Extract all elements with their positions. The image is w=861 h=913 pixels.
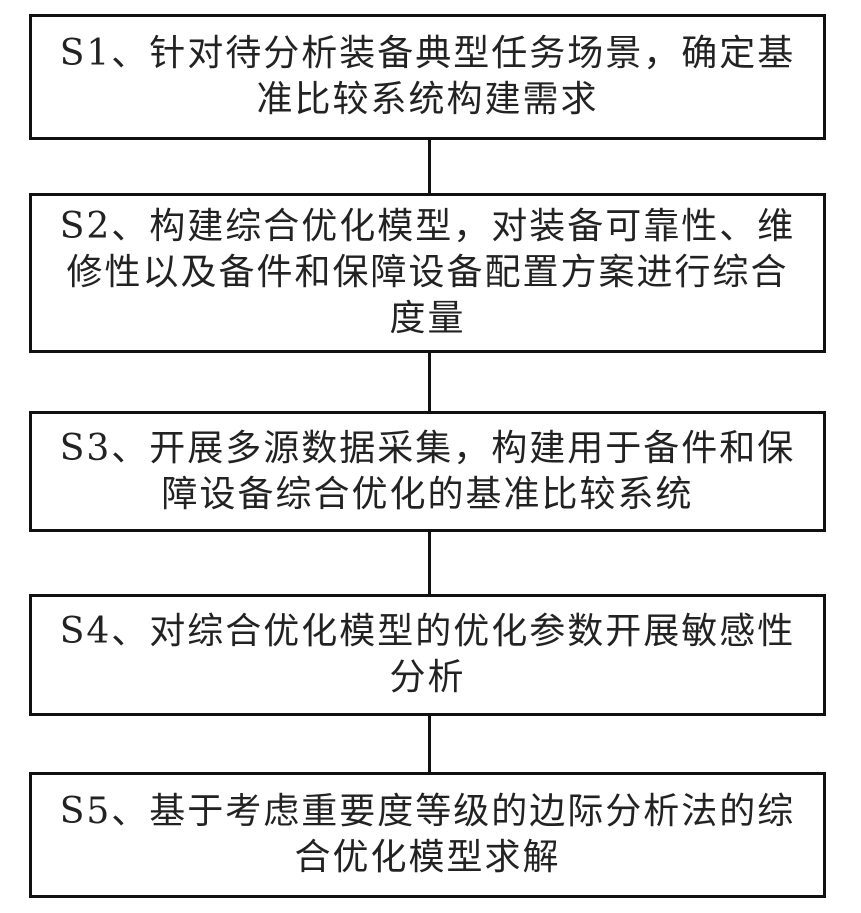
step-box-s1: S1、针对待分析装备典型任务场景，确定基准比较系统构建需求 <box>29 14 826 140</box>
step-text-s4: S4、对综合优化模型的优化参数开展敏感性分析 <box>59 611 796 698</box>
step-text-s1: S1、针对待分析装备典型任务场景，确定基准比较系统构建需求 <box>59 33 796 120</box>
step-text-s2: S2、构建综合优化模型，对装备可靠性、维修性以及备件和保障设备配置方案进行综合度… <box>59 206 796 339</box>
connector-s4-s5 <box>428 716 431 772</box>
step-box-s2: S2、构建综合优化模型，对装备可靠性、维修性以及备件和保障设备配置方案进行综合度… <box>29 193 826 353</box>
step-box-s3: S3、开展多源数据采集，构建用于备件和保障设备综合优化的基准比较系统 <box>29 411 826 532</box>
step-box-s4: S4、对综合优化模型的优化参数开展敏感性分析 <box>29 594 826 716</box>
connector-s2-s3 <box>428 353 431 411</box>
step-box-s5: S5、基于考虑重要度等级的边际分析法的综合优化模型求解 <box>29 772 826 898</box>
connector-s3-s4 <box>428 532 431 594</box>
step-text-s5: S5、基于考虑重要度等级的边际分析法的综合优化模型求解 <box>59 791 796 878</box>
connector-s1-s2 <box>428 140 431 193</box>
step-text-s3: S3、开展多源数据采集，构建用于备件和保障设备综合优化的基准比较系统 <box>59 427 796 515</box>
